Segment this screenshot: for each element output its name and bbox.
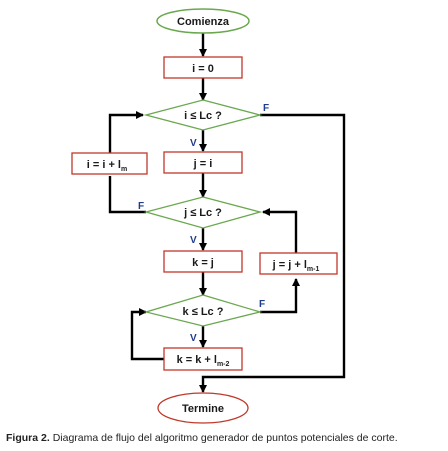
arrow-inc-j-loop — [262, 208, 298, 253]
inc-k-label: k = k + lm-2 — [177, 354, 230, 368]
inc-k-sub: m-2 — [217, 361, 230, 368]
flowchart-diagram: Comienza i = 0 i ≤ Lc ? F V i = i + lm j… — [71, 8, 346, 424]
inc-k-main: k = k + l — [177, 354, 217, 366]
init-box — [163, 56, 243, 79]
end-label: Termine — [182, 403, 224, 415]
decision-k-true-flag: V — [190, 333, 197, 344]
decision-j-label: j ≤ Lc ? — [183, 207, 222, 219]
decision-k — [143, 294, 263, 327]
arrow-inc-k-loop — [130, 308, 164, 361]
assign-k-label: k = j — [192, 257, 214, 269]
start-label: Comienza — [177, 16, 230, 28]
decision-i-label: i ≤ Lc ? — [184, 110, 222, 122]
assign-j-label: j = i — [193, 158, 213, 170]
inc-j-box — [259, 252, 338, 275]
decision-i-true-flag: V — [190, 138, 197, 149]
inc-j-sub: m-1 — [307, 266, 320, 273]
decision-i-false-flag: F — [263, 103, 269, 114]
decision-j-false-flag: F — [138, 201, 144, 212]
figure-caption: Figura 2. Diagrama de flujo del algoritm… — [6, 432, 446, 444]
arrow-decision-k-false — [260, 278, 300, 314]
end-node — [157, 392, 249, 424]
start-node — [156, 8, 250, 34]
decision-k-false-flag: F — [259, 299, 265, 310]
arrow-decision-j-false — [108, 176, 146, 214]
arrow-inc-i-loop — [108, 111, 144, 153]
inc-j-main: j = j + l — [272, 259, 307, 271]
inc-i-main: i = i + l — [87, 159, 121, 171]
assign-k-box — [163, 250, 243, 273]
inc-i-sub: m — [121, 166, 127, 173]
inc-k-box — [163, 347, 243, 371]
caption-text: Diagrama de flujo del algoritmo generado… — [52, 432, 398, 444]
connectors — [108, 33, 346, 393]
inc-i-label: i = i + lm — [87, 159, 127, 173]
init-label: i = 0 — [192, 63, 214, 75]
inc-j-label: j = j + lm-1 — [272, 259, 320, 273]
caption-label: Figura 2. — [6, 432, 50, 444]
decision-j-true-flag: V — [190, 235, 197, 246]
decision-i — [143, 99, 263, 131]
decision-j — [143, 196, 263, 229]
inc-i-box — [71, 152, 148, 175]
assign-j-box — [163, 151, 243, 174]
arrow-decision-i-false — [199, 113, 346, 393]
decision-k-label: k ≤ Lc ? — [183, 306, 224, 318]
